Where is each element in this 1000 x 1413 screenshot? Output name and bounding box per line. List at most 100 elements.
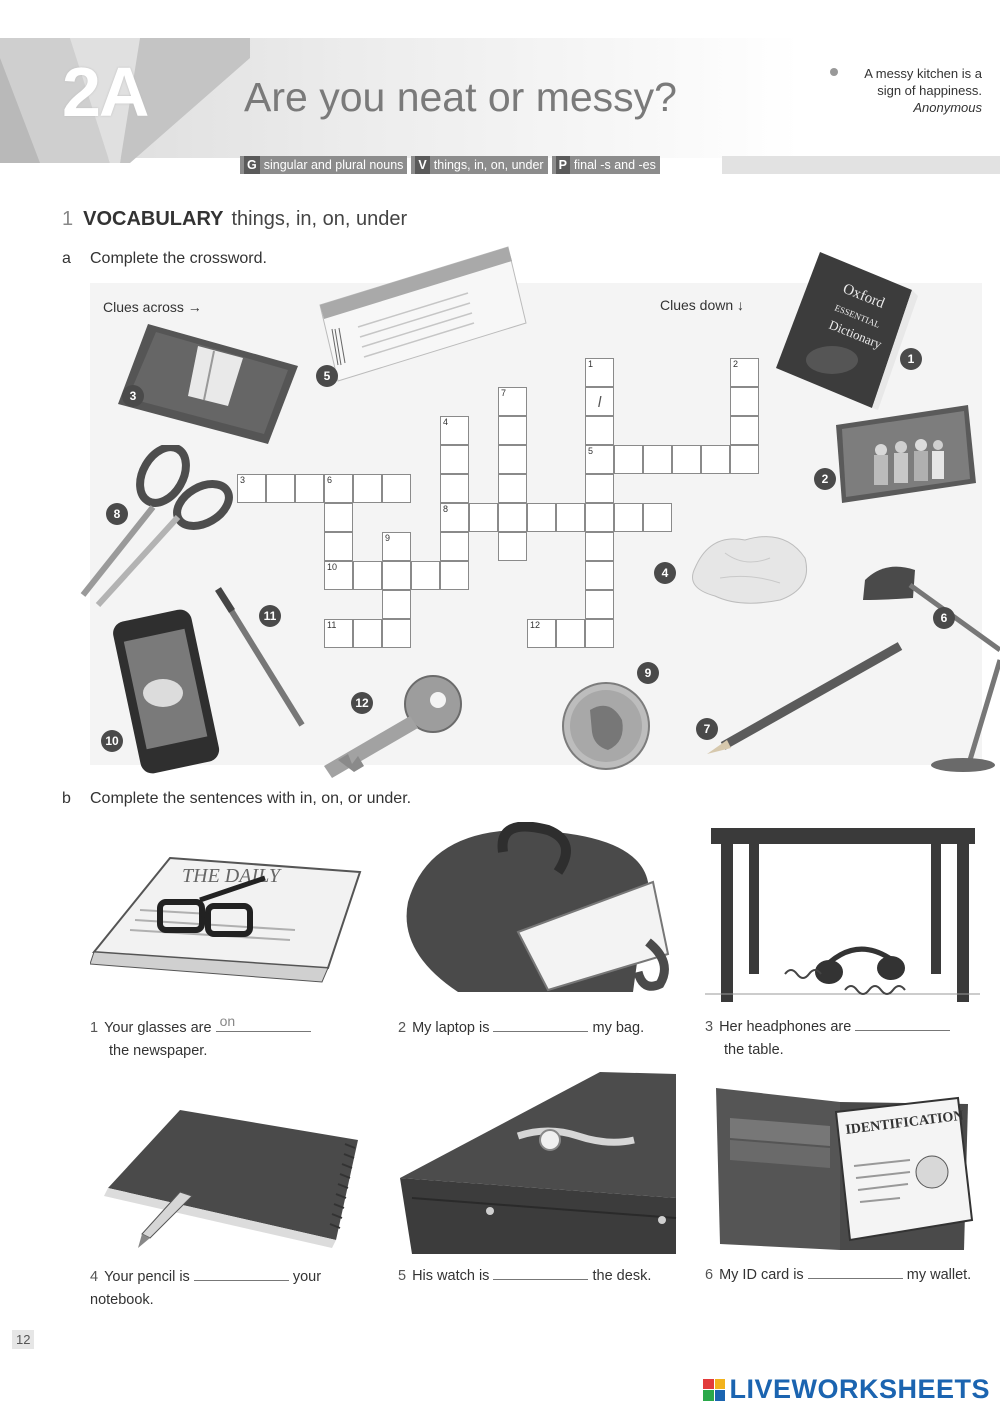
crossword-cell[interactable]: 12 [527, 619, 556, 648]
crossword-cell[interactable] [382, 619, 411, 648]
answer-blank[interactable]: on [215, 1013, 311, 1032]
crossword-cell[interactable] [614, 503, 643, 532]
answer-blank[interactable] [193, 1265, 289, 1281]
crossword-cell[interactable] [469, 503, 498, 532]
crossword-cell[interactable] [440, 561, 469, 590]
answer-blank[interactable] [855, 1015, 951, 1031]
crossword-cell[interactable] [411, 561, 440, 590]
coin-picture [562, 682, 650, 770]
crossword-cell[interactable] [353, 619, 382, 648]
crossword-cell[interactable] [643, 503, 672, 532]
sentence-number: 2 [398, 1020, 407, 1036]
tag-text: singular and plural nouns [263, 158, 404, 172]
crossword-cell[interactable] [643, 445, 672, 474]
lesson-code: 2A [62, 53, 149, 131]
section-subtitle: things, in, on, under [231, 208, 408, 230]
crossword-cell[interactable]: 6 [324, 474, 353, 503]
photo-picture [836, 405, 976, 503]
crossword-cell[interactable] [498, 474, 527, 503]
newspaper-masthead: THE DAILY [182, 865, 282, 887]
crossword-cell[interactable] [266, 474, 295, 503]
crossword-cell[interactable] [730, 445, 759, 474]
crossword-cell[interactable]: 3 [237, 474, 266, 503]
crossword-cell[interactable] [295, 474, 324, 503]
crossword-cell[interactable] [585, 561, 614, 590]
crossword-cell[interactable] [440, 532, 469, 561]
crossword-cell[interactable] [556, 503, 585, 532]
crossword-cell[interactable] [440, 445, 469, 474]
sentence-number: 1 [90, 1020, 99, 1036]
picture-number-badge: 8 [106, 503, 128, 525]
answer-blank[interactable] [807, 1263, 903, 1279]
crossword-clue-number: 4 [443, 417, 449, 427]
crossword-cell[interactable] [672, 445, 701, 474]
crossword-cell[interactable]: 5 [585, 445, 614, 474]
crossword-cell[interactable] [585, 590, 614, 619]
crossword-clue-number: 8 [443, 504, 449, 514]
crossword-cell[interactable] [527, 503, 556, 532]
crossword-cell[interactable]: 4 [440, 416, 469, 445]
answer-blank[interactable] [493, 1264, 589, 1280]
crossword-cell[interactable] [585, 532, 614, 561]
tag-letter: G [244, 156, 260, 174]
section-title: VOCABULARY [83, 208, 224, 230]
picture-number-badge: 10 [101, 730, 123, 752]
crossword-cell[interactable]: 7 [498, 387, 527, 416]
crossword-cell[interactable]: 10 [324, 561, 353, 590]
crossword-cell[interactable] [701, 445, 730, 474]
crossword-cell[interactable] [498, 532, 527, 561]
crossword-cell[interactable]: l [585, 387, 614, 416]
crossword-cell[interactable] [585, 503, 614, 532]
ticket-picture [319, 246, 527, 382]
headphones-table-picture [705, 828, 980, 1002]
crossword-cell[interactable] [556, 619, 585, 648]
tissue-picture [692, 536, 807, 604]
crossword-cell[interactable] [730, 416, 759, 445]
crossword-cell[interactable] [585, 416, 614, 445]
part-label: a [62, 250, 71, 267]
clues-across-heading: Clues across → [103, 299, 202, 315]
crossword-cell[interactable] [440, 474, 469, 503]
newspaper-glasses-picture: THE DAILY [90, 856, 362, 983]
sentence-after: the desk. [592, 1268, 652, 1284]
crossword-cell[interactable] [324, 503, 353, 532]
crossword-cell[interactable] [614, 445, 643, 474]
crossword-cell[interactable] [353, 474, 382, 503]
crossword-cell[interactable] [382, 561, 411, 590]
sentence-after: my bag. [592, 1020, 645, 1036]
crossword-clue-number: 2 [733, 359, 739, 369]
crossword-clue-number: 1 [588, 359, 594, 369]
crossword-cell[interactable] [585, 619, 614, 648]
crossword-cell[interactable]: 8 [440, 503, 469, 532]
crossword-cell[interactable] [324, 532, 353, 561]
page-number: 12 [12, 1330, 35, 1349]
crossword-cell[interactable] [498, 503, 527, 532]
crossword-cell[interactable] [730, 387, 759, 416]
picture-number-badge: 1 [900, 348, 922, 370]
crossword-cell[interactable] [498, 416, 527, 445]
crossword-cell[interactable] [585, 474, 614, 503]
wallet-picture [118, 324, 298, 444]
tag-text: final -s and -es [573, 158, 656, 172]
crossword-cell[interactable]: 1 [585, 358, 614, 387]
tag-letter: P [555, 156, 570, 174]
brand-logo-icon [703, 1378, 726, 1401]
answer-text: on [219, 1013, 236, 1029]
id-wallet-picture: IDENTIFICATION [716, 1088, 974, 1250]
crossword-cell[interactable] [353, 561, 382, 590]
crossword-cell[interactable]: 11 [324, 619, 353, 648]
crossword-cell[interactable]: 2 [730, 358, 759, 387]
answer-blank[interactable] [493, 1016, 589, 1032]
crossword-cell[interactable] [382, 474, 411, 503]
crossword-cell[interactable] [498, 445, 527, 474]
crossword-cell[interactable]: 9 [382, 532, 411, 561]
header-rays-decoration [0, 38, 250, 163]
crossword-cell[interactable] [382, 590, 411, 619]
